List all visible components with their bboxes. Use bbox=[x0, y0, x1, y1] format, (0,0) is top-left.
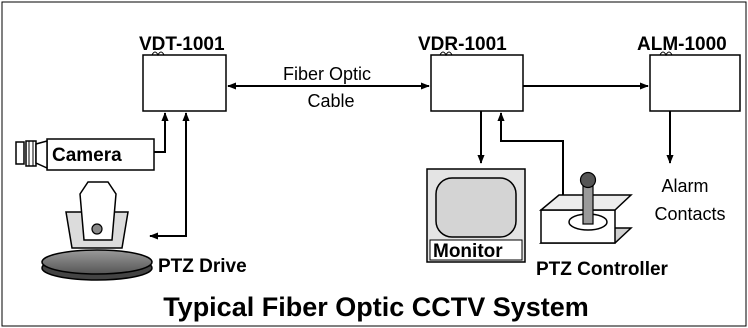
monitor-screen-icon bbox=[435, 177, 517, 238]
ptz-drive-label: PTZ Drive bbox=[158, 256, 247, 277]
ptz-drive-link bbox=[149, 112, 190, 240]
vdr-label: VDR-1001 bbox=[418, 34, 507, 55]
camera-vdt-link bbox=[154, 112, 169, 153]
fiber-label-line1: Fiber Optic bbox=[283, 64, 371, 84]
ptz-base-icon bbox=[41, 249, 153, 275]
monitor-label: Monitor bbox=[433, 241, 503, 262]
diagram-title: Typical Fiber Optic CCTV System bbox=[163, 292, 589, 322]
ptz-head-icon bbox=[79, 181, 117, 241]
ptz-controller-link bbox=[497, 112, 567, 206]
connector-icon bbox=[151, 51, 165, 57]
alm-unit: ALM-1000 bbox=[637, 34, 741, 112]
connector-icon bbox=[659, 51, 673, 57]
camera-icon bbox=[15, 141, 25, 165]
ptz-controller-label: PTZ Controller bbox=[536, 259, 669, 280]
connector-icon bbox=[439, 51, 453, 57]
alarm-label-line1: Alarm bbox=[661, 176, 708, 196]
ptz-controller-device: PTZ Controller bbox=[536, 171, 669, 280]
vdt-unit: VDT-1001 bbox=[139, 34, 227, 112]
alarm-label-line2: Contacts bbox=[654, 204, 725, 224]
vdt-label: VDT-1001 bbox=[139, 34, 225, 55]
ptz-drive-device: PTZ Drive bbox=[41, 181, 247, 281]
alm-label: ALM-1000 bbox=[637, 34, 727, 55]
camera-label: Camera bbox=[52, 145, 122, 166]
camera-device: Camera bbox=[15, 138, 155, 171]
monitor-device: Monitor bbox=[426, 168, 526, 263]
vdr-unit: VDR-1001 bbox=[418, 34, 524, 112]
fiber-label-line2: Cable bbox=[307, 91, 354, 111]
